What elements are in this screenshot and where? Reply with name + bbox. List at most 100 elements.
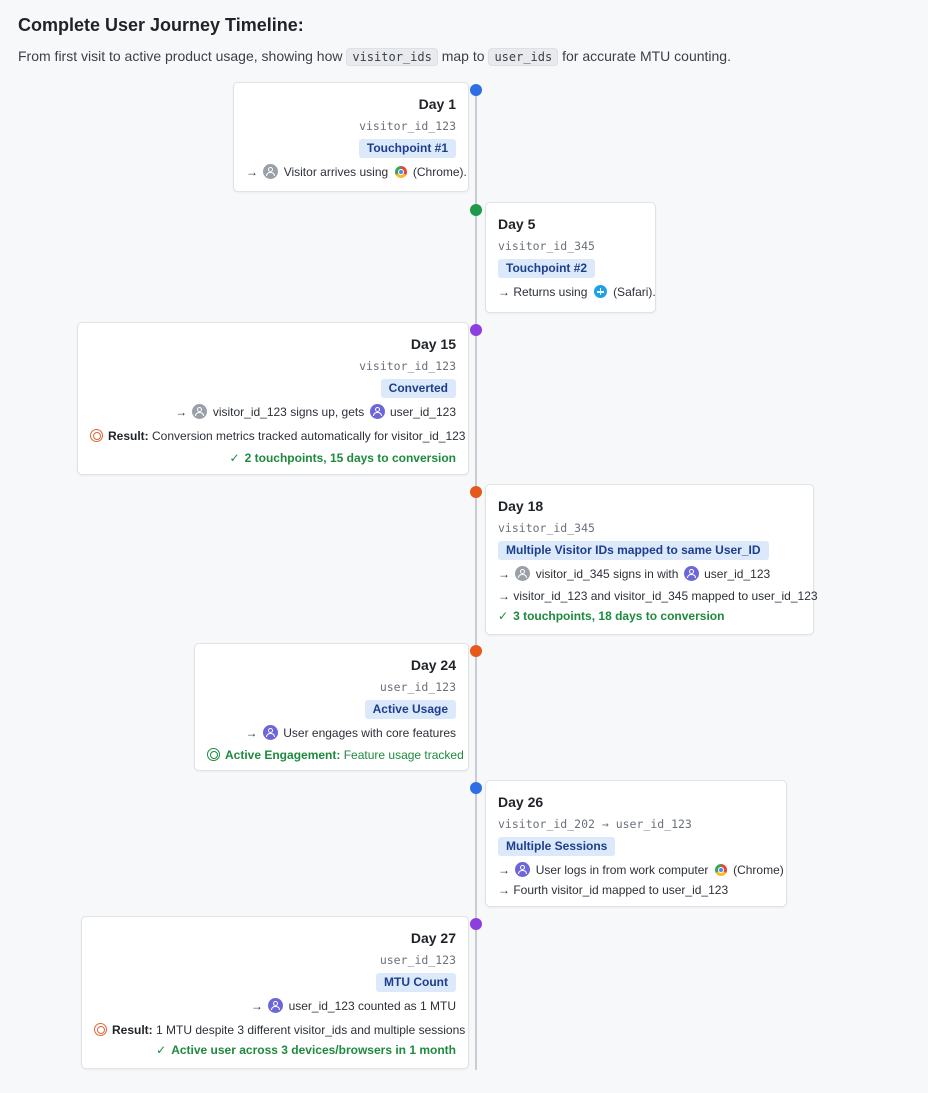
event-line: → User engages with core features <box>207 725 456 741</box>
result-label: Active Engagement: <box>225 748 341 762</box>
intro-prefix: From first visit to active product usage… <box>18 48 343 64</box>
intro-suffix: for accurate MTU counting. <box>562 48 731 64</box>
check-icon: ✓ <box>229 451 240 465</box>
event-user: user_id_123 <box>389 405 456 419</box>
event-ids: visitor_id_345 <box>498 239 595 253</box>
summary-text: Active user across 3 devices/browsers in… <box>171 1043 456 1057</box>
timeline-dot-day-27 <box>470 918 482 930</box>
result-label: Result: <box>112 1023 153 1037</box>
event-line-2: → visitor_id_123 and visitor_id_345 mapp… <box>498 589 818 603</box>
event-card-day-27: Day 27 user_id_123 MTU Count → user_id_1… <box>81 916 469 1069</box>
event-badge: MTU Count <box>376 973 456 992</box>
target-icon <box>207 748 220 761</box>
user-avatar-icon <box>262 725 278 740</box>
event-text-post: (Safari). <box>613 285 656 299</box>
arrow: → <box>175 405 188 419</box>
target-icon <box>90 429 103 442</box>
event-line: → visitor_id_123 signs up, gets user_id_… <box>90 404 456 420</box>
event-day: Day 24 <box>410 657 456 673</box>
code-visitor-ids: visitor_ids <box>346 48 438 66</box>
event-card-day-5: Day 5 visitor_id_345 Touchpoint #2 → Ret… <box>485 202 656 313</box>
timeline-dot-day-1 <box>470 84 482 96</box>
timeline-dot-day-24 <box>470 645 482 657</box>
safari-icon <box>593 285 607 298</box>
event-text-post: (Chrome). <box>412 165 467 179</box>
result-label: Result: <box>108 429 149 443</box>
event-card-day-24: Day 24 user_id_123 Active Usage → User e… <box>194 643 469 771</box>
visitor-avatar-icon <box>192 404 208 419</box>
event-result: Result: Conversion metrics tracked autom… <box>90 428 465 444</box>
event-line: → Returns using (Safari). <box>498 284 656 300</box>
event-text: visitor_id_345 signs in with <box>535 567 679 581</box>
event-badge: Multiple Visitor IDs mapped to same User… <box>498 541 769 560</box>
event-text: User logs in from work computer <box>535 863 709 877</box>
event-day: Day 27 <box>410 930 456 946</box>
event-line: → visitor_id_345 signs in with user_id_1… <box>498 566 801 582</box>
event-text-post: (Chrome) <box>733 863 784 877</box>
event-badge: Touchpoint #2 <box>498 259 596 278</box>
timeline-line <box>475 90 477 1070</box>
event-ids: user_id_123 <box>379 680 456 694</box>
arrow: → <box>245 726 258 740</box>
timeline-dot-day-15 <box>470 324 482 336</box>
event-line: → Visitor arrives using (Chrome). <box>246 164 467 180</box>
event-card-day-15: Day 15 visitor_id_123 Converted → visito… <box>77 322 469 475</box>
event-summary: ✓ Active user across 3 devices/browsers i… <box>94 1042 456 1058</box>
visitor-avatar-icon <box>515 566 531 581</box>
arrow: → <box>246 165 258 179</box>
event-text: Visitor arrives using <box>283 165 389 179</box>
event-ids: visitor_id_123 <box>359 119 456 133</box>
timeline-dot-day-18 <box>470 486 482 498</box>
event-badge: Multiple Sessions <box>498 837 616 856</box>
event-text: User engages with core features <box>283 726 456 740</box>
intro-mid: map to <box>441 48 485 64</box>
event-ids: visitor_id_345 <box>498 521 595 535</box>
event-day: Day 18 <box>498 498 544 514</box>
event-badge: Touchpoint #1 <box>358 139 456 158</box>
timeline-dot-day-26 <box>470 782 482 794</box>
event-card-day-26: Day 26 visitor_id_202 → user_id_123 Mult… <box>485 780 787 907</box>
event-ids: visitor_id_202 → user_id_123 <box>498 817 692 831</box>
code-user-ids: user_ids <box>488 48 559 66</box>
event-day: Day 15 <box>410 336 456 352</box>
chrome-icon <box>394 166 407 178</box>
arrow: → <box>498 863 510 877</box>
event-badge: Converted <box>380 379 456 398</box>
user-avatar-icon <box>369 404 385 419</box>
event-summary: ✓ 3 touchpoints, 18 days to conversion <box>498 608 801 624</box>
user-avatar-icon <box>268 998 284 1013</box>
target-icon <box>94 1023 107 1036</box>
arrow: → <box>250 999 263 1013</box>
arrow: → <box>498 567 510 581</box>
timeline-dot-day-5 <box>470 204 482 216</box>
event-line: → User logs in from work computer (Chrom… <box>498 862 784 878</box>
page-title: Complete User Journey Timeline: <box>18 15 304 35</box>
event-day: Day 26 <box>498 794 544 810</box>
chrome-icon <box>714 864 727 876</box>
result-text: Feature usage tracked <box>343 748 464 762</box>
event-day: Day 5 <box>498 216 536 232</box>
visitor-avatar-icon <box>263 164 279 179</box>
user-avatar-icon <box>515 862 531 877</box>
event-card-day-1: Day 1 visitor_id_123 Touchpoint #1 → Vis… <box>233 82 469 192</box>
summary-text: 3 touchpoints, 18 days to conversion <box>513 609 725 623</box>
event-day: Day 1 <box>418 96 456 112</box>
event-text: visitor_id_123 signs up, gets <box>212 405 365 419</box>
event-summary: ✓ 2 touchpoints, 15 days to conversion <box>90 450 456 466</box>
user-avatar-icon <box>683 566 699 581</box>
event-card-day-18: Day 18 visitor_id_345 Multiple Visitor I… <box>485 484 818 635</box>
event-ids: visitor_id_123 <box>359 359 456 373</box>
check-icon: ✓ <box>498 609 509 623</box>
event-badge: Active Usage <box>364 700 456 719</box>
event-text: → Returns using <box>498 285 588 299</box>
intro-text: From first visit to active product usage… <box>18 48 731 66</box>
event-line-2: → Fourth visitor_id mapped to user_id_12… <box>498 883 729 897</box>
event-text: user_id_123 counted as 1 MTU <box>288 999 456 1013</box>
check-icon: ✓ <box>156 1043 167 1057</box>
event-user: user_id_123 <box>704 567 771 581</box>
summary-text: 2 touchpoints, 15 days to conversion <box>244 451 456 465</box>
event-result: Active Engagement: Feature usage tracked <box>207 747 464 763</box>
event-result: Result: 1 MTU despite 3 different visito… <box>94 1022 465 1038</box>
result-text: Conversion metrics tracked automatically… <box>152 429 466 443</box>
event-line: → user_id_123 counted as 1 MTU <box>94 998 456 1014</box>
